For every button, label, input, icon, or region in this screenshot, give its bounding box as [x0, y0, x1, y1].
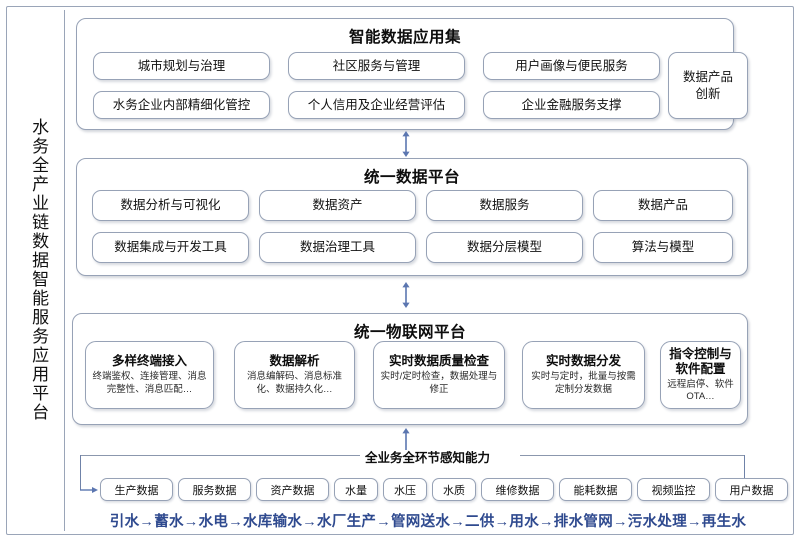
- app-box-user-profile[interactable]: 用户画像与便民服务: [483, 52, 660, 80]
- app-box-community-service[interactable]: 社区服务与管理: [288, 52, 465, 80]
- chip-water-volume[interactable]: 水量: [334, 478, 378, 501]
- layer-unified-iot-platform-title: 统一物联网平台: [353, 324, 466, 341]
- dp-box-integration-dev-tools[interactable]: 数据集成与开发工具: [92, 232, 249, 263]
- dp-box-algorithms-models[interactable]: 算法与模型: [593, 232, 733, 263]
- chip-water-pressure[interactable]: 水压: [383, 478, 427, 501]
- iot-card-command-control-desc: 远程启停、软件OTA…: [667, 378, 734, 402]
- iot-card-data-parsing-title: 数据解析: [269, 354, 320, 369]
- chip-production-data[interactable]: 生产数据: [100, 478, 173, 501]
- platform-vertical-title: 水务全产业链数据智能服务应用平台: [29, 118, 49, 422]
- chip-energy-data[interactable]: 能耗数据: [559, 478, 632, 501]
- vertical-title-divider: [64, 10, 65, 531]
- perception-bracket-right: [744, 455, 745, 490]
- dp-box-layered-model[interactable]: 数据分层模型: [426, 232, 583, 263]
- chip-user-data[interactable]: 用户数据: [715, 478, 788, 501]
- iot-card-terminal-access-desc: 终端鉴权、连接管理、消息完整性、消息匹配…: [92, 371, 207, 395]
- chip-video-monitoring[interactable]: 视频监控: [637, 478, 710, 501]
- chip-asset-data[interactable]: 资产数据: [256, 478, 329, 501]
- iot-card-command-control[interactable]: 指令控制与软件配置 远程启停、软件OTA…: [660, 341, 741, 409]
- perception-rule-left: [80, 455, 360, 456]
- iot-card-realtime-quality-check[interactable]: 实时数据质量检查 实时/定时检查，数据处理与修正: [373, 341, 505, 409]
- app-box-internal-control[interactable]: 水务企业内部精细化管控: [93, 91, 270, 119]
- app-box-data-product-innovation-line2: 创新: [695, 86, 721, 101]
- arrow-perception-to-iot: [400, 428, 412, 450]
- chip-maintenance-data[interactable]: 维修数据: [481, 478, 554, 501]
- perception-rule-right: [520, 455, 744, 456]
- dp-box-data-services[interactable]: 数据服务: [426, 190, 583, 221]
- layer-unified-data-platform-title: 统一数据平台: [363, 169, 460, 186]
- dp-box-governance-tools[interactable]: 数据治理工具: [259, 232, 416, 263]
- iot-card-realtime-distribution[interactable]: 实时数据分发 实时与定时，批量与按需定制分发数据: [522, 341, 645, 409]
- dp-box-data-products[interactable]: 数据产品: [593, 190, 733, 221]
- iot-card-realtime-distribution-title: 实时数据分发: [545, 354, 621, 369]
- iot-card-terminal-access-title: 多样终端接入: [111, 354, 187, 369]
- layer-application-set-title: 智能数据应用集: [348, 29, 461, 46]
- app-box-data-product-innovation-line1: 数据产品: [682, 70, 733, 85]
- iot-card-realtime-quality-check-title: 实时数据质量检查: [388, 354, 489, 369]
- outer-frame: [6, 6, 794, 535]
- iot-card-command-control-title: 指令控制与软件配置: [669, 346, 732, 376]
- perception-title: 全业务全环节感知能力: [365, 451, 491, 465]
- arrow-data-platform-to-iot: [400, 282, 412, 308]
- iot-card-data-parsing[interactable]: 数据解析 消息编解码、消息标准化、数据持久化…: [234, 341, 355, 409]
- perception-bracket-left: [80, 455, 81, 490]
- app-box-financial-support[interactable]: 企业金融服务支撑: [483, 91, 660, 119]
- arrow-application-to-data-platform: [400, 131, 412, 157]
- app-box-data-product-innovation[interactable]: 数据产品 创新: [668, 52, 748, 119]
- perception-arrow-left: [80, 483, 98, 497]
- app-box-city-planning[interactable]: 城市规划与治理: [93, 52, 270, 80]
- iot-card-realtime-distribution-desc: 实时与定时，批量与按需定制分发数据: [531, 371, 636, 395]
- app-box-credit-evaluation[interactable]: 个人信用及企业经营评估: [288, 91, 465, 119]
- iot-card-terminal-access[interactable]: 多样终端接入 终端鉴权、连接管理、消息完整性、消息匹配…: [85, 341, 214, 409]
- chip-water-quality[interactable]: 水质: [432, 478, 476, 501]
- iot-card-data-parsing-desc: 消息编解码、消息标准化、数据持久化…: [246, 371, 342, 395]
- chip-service-data[interactable]: 服务数据: [178, 478, 251, 501]
- iot-card-realtime-quality-check-desc: 实时/定时检查，数据处理与修正: [380, 371, 498, 395]
- dp-box-analysis-visualization[interactable]: 数据分析与可视化: [92, 190, 249, 221]
- dp-box-data-assets[interactable]: 数据资产: [259, 190, 416, 221]
- value-chain-flow: 引水→蓄水→水电→水库输水→水厂生产→管网送水→二供→用水→排水管网→污水处理→…: [109, 514, 747, 530]
